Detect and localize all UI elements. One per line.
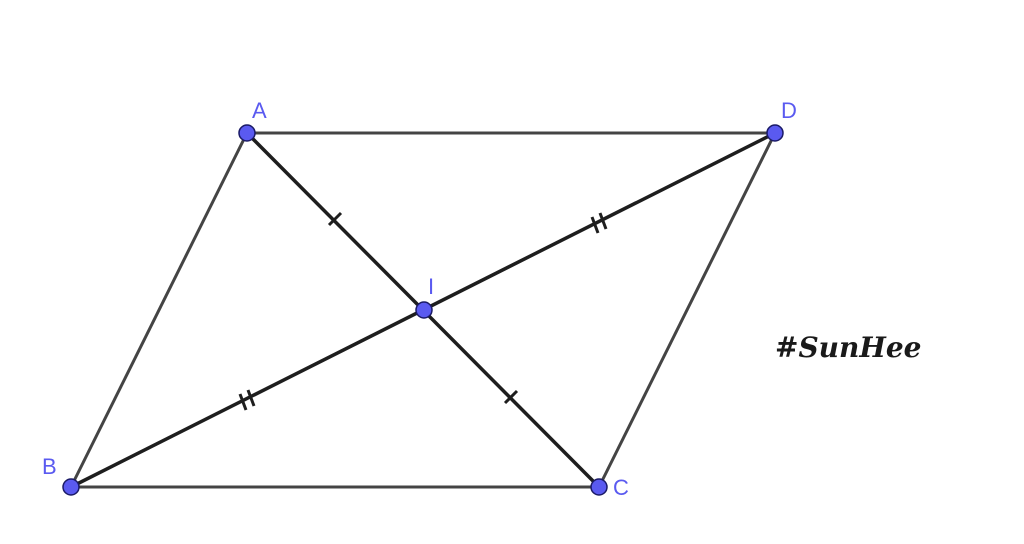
point-B[interactable] <box>62 478 80 496</box>
double-tick-mark-BI-2 <box>246 389 256 407</box>
label-B: B <box>42 454 57 479</box>
label-I: I <box>428 274 434 299</box>
point-C[interactable] <box>590 478 608 496</box>
segment-DC <box>597 132 777 488</box>
double-tick-mark-ID-1 <box>590 216 600 234</box>
point-I[interactable] <box>415 301 433 319</box>
label-D: D <box>781 98 797 123</box>
double-tick-mark-ID-2 <box>598 212 608 230</box>
point-A[interactable] <box>238 124 256 142</box>
double-tick-mark-BI-1 <box>238 393 248 411</box>
point-D[interactable] <box>766 124 784 142</box>
tick-mark-AI <box>327 211 343 227</box>
tick-mark-IC <box>503 389 519 405</box>
label-A: A <box>252 98 267 123</box>
segment-AB <box>69 132 249 488</box>
label-C: C <box>613 475 629 500</box>
author-tag: #SunHee <box>775 331 921 364</box>
